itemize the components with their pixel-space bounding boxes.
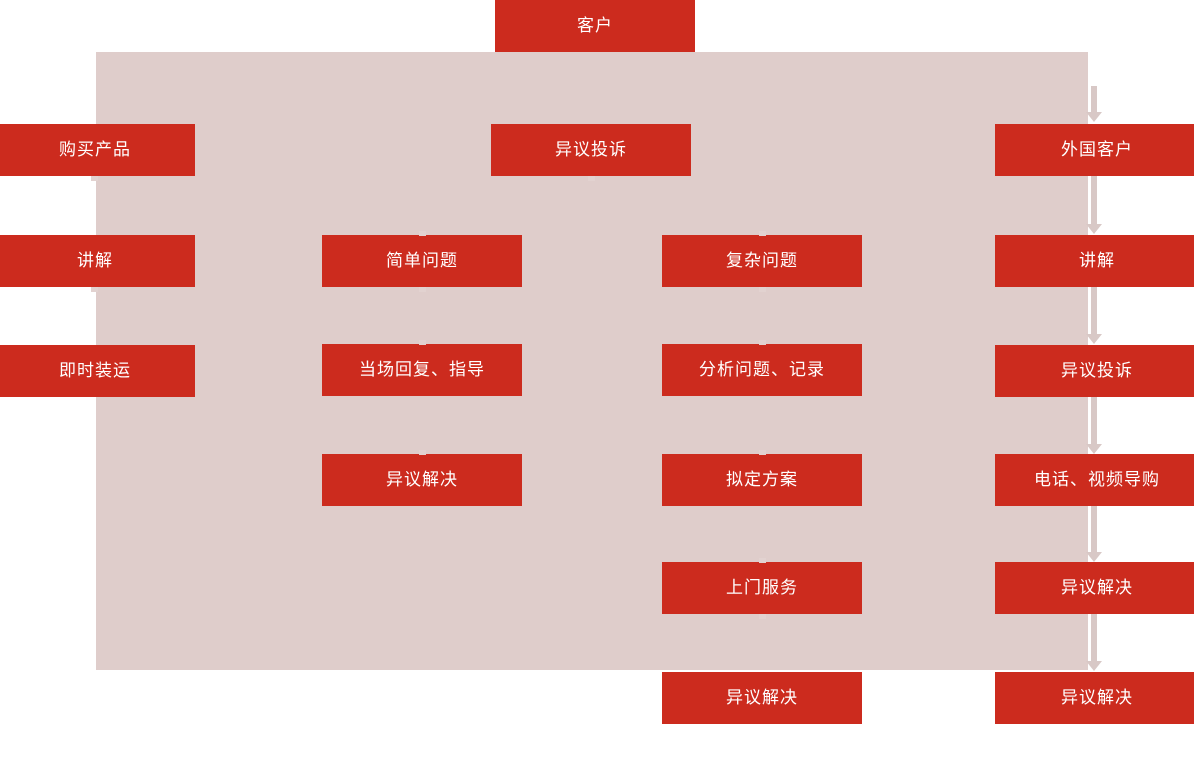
node-immediate-shipment[interactable]: 即时装运: [0, 345, 195, 397]
node-objection-complaint-main[interactable]: 异议投诉: [491, 124, 691, 176]
stub-simple-issue-bottom: [419, 287, 426, 292]
connector-customer-to-foreign-v: [1091, 86, 1097, 114]
node-objection-resolved-foreign-2[interactable]: 异议解决: [995, 672, 1194, 724]
connector-explain-to-complaint-foreign: [1091, 287, 1097, 335]
stub-analyze-record-top: [759, 340, 766, 345]
arrowhead-to-resolved-foreign: [1086, 552, 1102, 562]
stub-buy-product-bottom: [91, 176, 98, 181]
node-simple-issue[interactable]: 简单问题: [322, 235, 522, 287]
node-objection-complaint-foreign[interactable]: 异议投诉: [995, 345, 1194, 397]
node-onsite-reply-guidance[interactable]: 当场回复、指导: [322, 344, 522, 396]
connector-resolved-to-resolved-foreign: [1091, 614, 1097, 662]
node-objection-resolved-simple[interactable]: 异议解决: [322, 454, 522, 506]
stub-simple-issue-top: [419, 231, 426, 236]
node-explain-domestic[interactable]: 讲解: [0, 235, 195, 287]
node-onsite-service[interactable]: 上门服务: [662, 562, 862, 614]
node-objection-resolved-foreign-1[interactable]: 异议解决: [995, 562, 1194, 614]
stub-onsite-service-top: [759, 558, 766, 563]
node-foreign-customer[interactable]: 外国客户: [995, 124, 1194, 176]
stub-onsite-reply-top: [419, 340, 426, 345]
arrowhead-to-foreign-customer: [1086, 112, 1102, 122]
node-complex-issue[interactable]: 复杂问题: [662, 235, 862, 287]
stub-complex-issue-bottom: [759, 287, 766, 292]
node-phone-video-shopping-guide[interactable]: 电话、视频导购: [995, 454, 1194, 506]
node-customer[interactable]: 客户: [495, 0, 695, 52]
arrowhead-to-explain-foreign: [1086, 224, 1102, 234]
connector-foreign-to-explain: [1091, 176, 1097, 226]
stub-objection-resolved-simple-top: [419, 450, 426, 455]
arrowhead-to-resolved-foreign-2: [1086, 661, 1102, 671]
stub-explain-domestic-bottom: [91, 287, 98, 292]
stub-onsite-service-bottom: [759, 614, 766, 619]
node-buy-product[interactable]: 购买产品: [0, 124, 195, 176]
node-objection-resolved-complex[interactable]: 异议解决: [662, 672, 862, 724]
node-draft-plan[interactable]: 拟定方案: [662, 454, 862, 506]
node-explain-foreign[interactable]: 讲解: [995, 235, 1194, 287]
arrowhead-to-video-shopping: [1086, 444, 1102, 454]
connector-customer-to-foreign-h: [0, 0, 3, 6]
stub-complex-issue-top: [759, 231, 766, 236]
node-analyze-record[interactable]: 分析问题、记录: [662, 344, 862, 396]
stub-draft-plan-top: [759, 450, 766, 455]
stub-objection-complaint-bottom: [588, 176, 595, 181]
connector-complaint-to-video-shopping: [1091, 397, 1097, 445]
connector-video-to-resolved-foreign: [1091, 506, 1097, 554]
arrowhead-to-complaint-foreign: [1086, 334, 1102, 344]
